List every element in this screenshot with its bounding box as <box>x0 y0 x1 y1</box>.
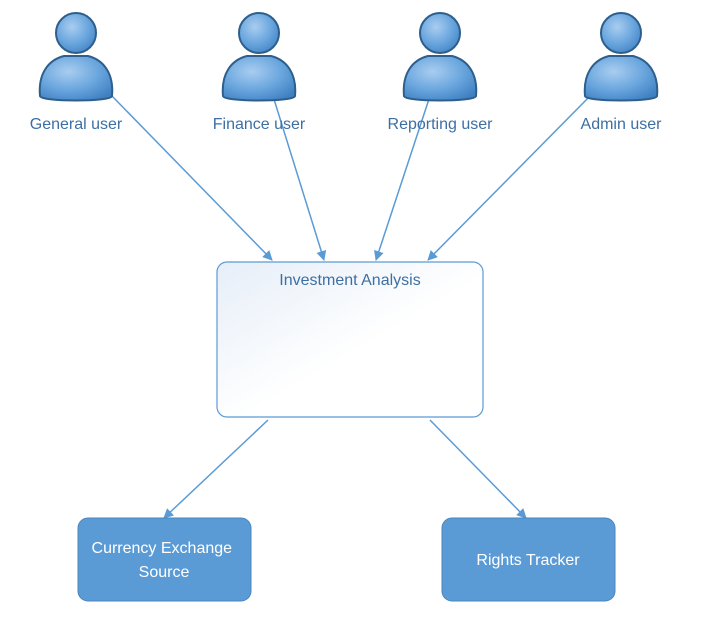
actor-reporting-user[interactable]: Reporting user <box>388 12 494 133</box>
actor-label: Finance user <box>213 116 306 133</box>
node-label-line: Source <box>139 564 190 581</box>
user-icon <box>221 12 297 102</box>
node-label: Rights Tracker <box>476 552 580 569</box>
actor-label: Reporting user <box>388 116 494 133</box>
arrow-admin-to-system <box>427 91 595 261</box>
node-currency-exchange-source[interactable]: Currency Exchange Source <box>77 517 252 602</box>
user-icon <box>402 12 478 102</box>
node-box <box>441 517 616 602</box>
system-investment-analysis[interactable]: Investment Analysis <box>216 261 484 418</box>
arrow-system-to-currency <box>163 419 269 519</box>
user-icon <box>583 12 659 102</box>
actor-admin-user[interactable]: Admin user <box>581 12 663 133</box>
node-box <box>77 517 252 602</box>
system-title: Investment Analysis <box>279 272 420 289</box>
system-box <box>216 261 484 418</box>
arrow-reporting-to-system <box>374 95 431 261</box>
actor-finance-user[interactable]: Finance user <box>213 12 306 133</box>
actor-label: General user <box>30 116 123 133</box>
actor-general-user[interactable]: General user <box>30 12 123 133</box>
arrow-finance-to-system <box>272 95 327 261</box>
node-label-line: Currency Exchange <box>92 540 233 557</box>
arrow-general-to-system <box>111 95 273 261</box>
node-rights-tracker[interactable]: Rights Tracker <box>441 517 616 602</box>
arrow-system-to-rights <box>429 419 527 519</box>
actor-label: Admin user <box>581 116 663 133</box>
node-label: Currency Exchange Source <box>92 540 237 581</box>
user-icon <box>38 12 114 102</box>
